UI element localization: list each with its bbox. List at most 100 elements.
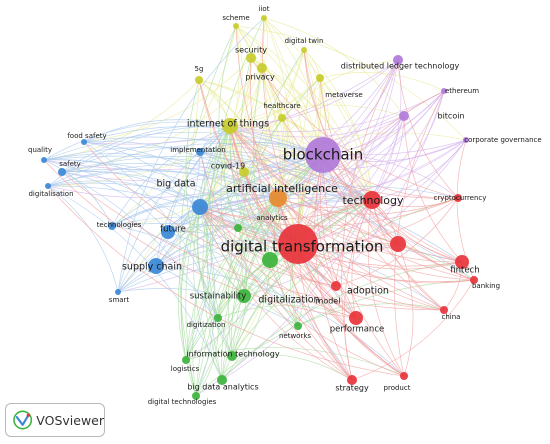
term-label-security[interactable]: security <box>235 46 267 55</box>
node-bitcoin[interactable] <box>399 111 409 121</box>
node-artificial-intelligence[interactable] <box>269 189 287 207</box>
node-distributed-ledger-technology[interactable] <box>393 55 403 65</box>
node-big-data[interactable] <box>192 199 208 215</box>
term-label-product[interactable]: product <box>384 384 411 392</box>
node-logistics[interactable] <box>182 356 190 364</box>
node-privacy[interactable] <box>257 63 267 73</box>
node-blockchain[interactable] <box>305 137 341 173</box>
term-label-corporate-governance[interactable]: corporate governance <box>464 136 541 144</box>
term-label-internet-of-things[interactable]: internet of things <box>187 119 269 130</box>
node-china[interactable] <box>440 306 448 314</box>
term-label-performance[interactable]: performance <box>330 325 384 335</box>
term-label-digitalisation[interactable]: digitalisation <box>28 190 73 198</box>
node-digital-twin[interactable] <box>301 47 307 53</box>
term-label-information-technology[interactable]: information technology <box>186 350 279 359</box>
node-security[interactable] <box>246 53 256 63</box>
node-scheme[interactable] <box>233 23 239 29</box>
term-label-big-data-analytics[interactable]: big data analytics <box>187 383 258 392</box>
term-label-cryptocurrency[interactable]: cryptocurrency <box>434 194 487 202</box>
node-adoption[interactable] <box>390 236 406 252</box>
term-label-digital-transformation[interactable]: digital transformation <box>221 238 384 256</box>
term-label-implementation[interactable]: implementation <box>170 146 225 154</box>
link-logistics-blockchain <box>185 154 324 361</box>
term-label-future[interactable]: future <box>160 225 186 235</box>
term-label-covid-19[interactable]: covid-19 <box>211 162 245 171</box>
node-information-technology[interactable] <box>227 351 237 361</box>
node-technology[interactable] <box>363 191 381 209</box>
term-label-fintech[interactable]: fintech <box>450 266 479 276</box>
term-label-bitcoin[interactable]: bitcoin <box>437 112 464 121</box>
node-digitalisation[interactable] <box>45 183 51 189</box>
term-label-blockchain[interactable]: blockchain <box>283 146 363 164</box>
term-label-model[interactable]: model <box>316 297 341 306</box>
term-label-distributed-ledger-technology[interactable]: distributed ledger technology <box>341 62 460 71</box>
node-smart[interactable] <box>115 289 121 295</box>
node-ethereum[interactable] <box>441 88 447 94</box>
term-label-sustainability[interactable]: sustainability <box>190 292 247 302</box>
term-label-safety[interactable]: safety <box>59 160 81 168</box>
node-safety[interactable] <box>58 168 66 176</box>
vosviewer-badge[interactable]: VOSviewer <box>5 403 105 437</box>
term-label-big-data[interactable]: big data <box>156 179 195 190</box>
term-label-supply-chain[interactable]: supply chain <box>122 262 182 273</box>
node-digitization[interactable] <box>214 314 222 322</box>
node-technologies[interactable] <box>108 222 116 230</box>
term-label-strategy[interactable]: strategy <box>335 384 369 393</box>
node-performance[interactable] <box>349 311 363 325</box>
term-label-technology[interactable]: technology <box>342 194 404 207</box>
term-label-analytics[interactable]: analytics <box>256 214 288 222</box>
node-healthcare[interactable] <box>278 114 286 122</box>
term-label-china[interactable]: china <box>442 313 461 321</box>
term-label-logistics[interactable]: logistics <box>171 365 200 373</box>
node-banking[interactable] <box>470 276 478 284</box>
node-covid-19[interactable] <box>239 167 249 177</box>
term-label-quality[interactable]: quality <box>28 146 52 154</box>
term-label-digitization[interactable]: digitization <box>187 321 226 329</box>
node-implementation[interactable] <box>196 148 204 156</box>
term-label-adoption[interactable]: adoption <box>347 286 389 297</box>
node-fintech[interactable] <box>455 255 469 269</box>
term-label-technologies[interactable]: technologies <box>97 221 142 229</box>
node-5g[interactable] <box>195 76 203 84</box>
node-networks[interactable] <box>294 322 302 330</box>
term-label-banking[interactable]: banking <box>472 282 500 290</box>
link-banking-big-data <box>199 206 475 282</box>
term-label-ethereum[interactable]: ethereum <box>445 87 479 95</box>
term-label-metaverse[interactable]: metaverse <box>325 91 362 99</box>
node-big-data-analytics[interactable] <box>217 375 227 385</box>
link-quality-blockchain <box>43 132 324 161</box>
link-digital-technologies-blockchain <box>195 154 324 397</box>
term-label-digitalization[interactable]: digitalization <box>258 295 319 306</box>
node-internet-of-things[interactable] <box>222 118 238 134</box>
term-label-iiot[interactable]: iiot <box>259 5 270 13</box>
term-label-food-safety[interactable]: food safety <box>67 132 106 140</box>
node-metaverse[interactable] <box>316 74 324 82</box>
term-label-healthcare[interactable]: healthcare <box>263 102 300 110</box>
node-quality[interactable] <box>41 157 47 163</box>
link-digital-technologies-scheme <box>179 25 237 397</box>
term-label-smart[interactable]: smart <box>109 296 130 304</box>
node-cryptocurrency[interactable] <box>454 194 462 202</box>
term-label-scheme[interactable]: scheme <box>222 14 249 22</box>
node-analytics[interactable] <box>234 224 242 232</box>
node-product[interactable] <box>400 372 408 380</box>
node-model[interactable] <box>331 281 341 291</box>
term-label-privacy[interactable]: privacy <box>245 73 275 82</box>
node-strategy[interactable] <box>347 375 357 385</box>
term-label-artificial-intelligence[interactable]: artificial intelligence <box>226 182 338 195</box>
node-food-safety[interactable] <box>81 139 87 145</box>
term-label-5g[interactable]: 5g <box>195 65 204 73</box>
node-iiot[interactable] <box>261 15 267 21</box>
node-supply-chain[interactable] <box>148 258 164 274</box>
term-label-digital-technologies[interactable]: digital technologies <box>148 398 217 406</box>
node-digital-transformation[interactable] <box>278 224 318 264</box>
node-digitalization[interactable] <box>262 252 278 268</box>
link-smart-iiot <box>117 17 265 293</box>
node-corporate-governance[interactable] <box>463 137 469 143</box>
node-sustainability[interactable] <box>237 289 251 303</box>
link-cryptocurrency-distributed-ledger-technology <box>397 59 459 199</box>
term-label-networks[interactable]: networks <box>279 332 311 340</box>
node-future[interactable] <box>161 225 175 239</box>
term-label-digital-twin[interactable]: digital twin <box>285 37 324 45</box>
node-digital-technologies[interactable] <box>192 392 200 400</box>
